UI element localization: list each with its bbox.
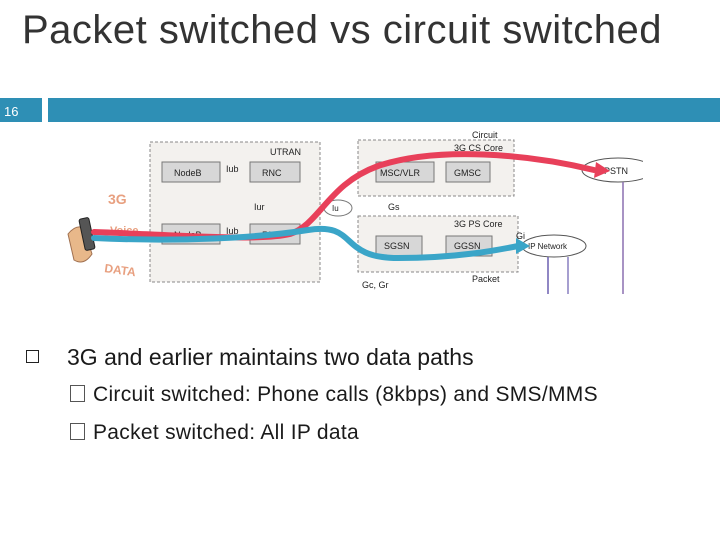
pstn-label: PSTN [604, 166, 628, 176]
packet-arrowhead [516, 238, 530, 254]
packet-path [91, 225, 521, 262]
circuit-arrowhead [594, 162, 610, 178]
sub-bullet-packet: Packet switched: All IP data [70, 421, 359, 445]
slide-number-box [0, 98, 42, 122]
iu-label: Iu [332, 204, 339, 213]
rnc-top-label: RNC [262, 168, 282, 178]
packet-label: Packet [472, 274, 500, 284]
main-bullet: 3G and earlier maintains two data paths [26, 344, 474, 371]
sub-bullet-box-icon [70, 385, 85, 402]
sub-bullet-circuit-text: Circuit switched: Phone calls (8kbps) an… [93, 383, 598, 406]
ps-core-label: 3G PS Core [454, 219, 503, 229]
title-divider-bar [0, 98, 720, 122]
utran-label: UTRAN [270, 147, 301, 157]
slide-number: 16 [4, 104, 19, 119]
iub-bottom-label: Iub [226, 226, 239, 236]
sub-bullet-packet-text: Packet switched: All IP data [93, 421, 359, 444]
nodeb-top-label: NodeB [174, 168, 202, 178]
gi-label: Gi [516, 231, 525, 241]
data-label: DATA [104, 261, 138, 279]
phone-icon [67, 217, 96, 263]
gmsc-box [445, 161, 491, 183]
sub-bullet-circuit: Circuit switched: Phone calls (8kbps) an… [70, 383, 598, 407]
sub-bullet-box-icon [70, 423, 85, 440]
msc-vlr-label: MSC/VLR [380, 168, 421, 178]
nodeb-top-box [161, 161, 221, 183]
gmsc-label: GMSC [454, 168, 482, 178]
rnc-top-box [249, 161, 301, 183]
network-diagram: Circuit 3G CS Core UTRAN NodeB Iub RNC I… [67, 130, 643, 294]
cs-core-label: 3G CS Core [454, 143, 503, 153]
slide-title: Packet switched vs circuit switched [22, 8, 662, 52]
accent-line [48, 98, 720, 122]
bullet-square-icon [26, 350, 39, 363]
circuit-title-label: Circuit [472, 130, 498, 140]
ip-network-label: IP Network [528, 242, 568, 251]
iub-top-label: Iub [226, 164, 239, 174]
sgsn-label: SGSN [384, 241, 410, 251]
g3-label: 3G [108, 191, 127, 207]
iur-label: Iur [254, 202, 265, 212]
main-bullet-text: 3G and earlier maintains two data paths [67, 344, 474, 370]
ggsn-label: GGSN [454, 241, 481, 251]
gs-label: Gs [388, 202, 400, 212]
gc-gr-label: Gc, Gr [362, 280, 389, 290]
